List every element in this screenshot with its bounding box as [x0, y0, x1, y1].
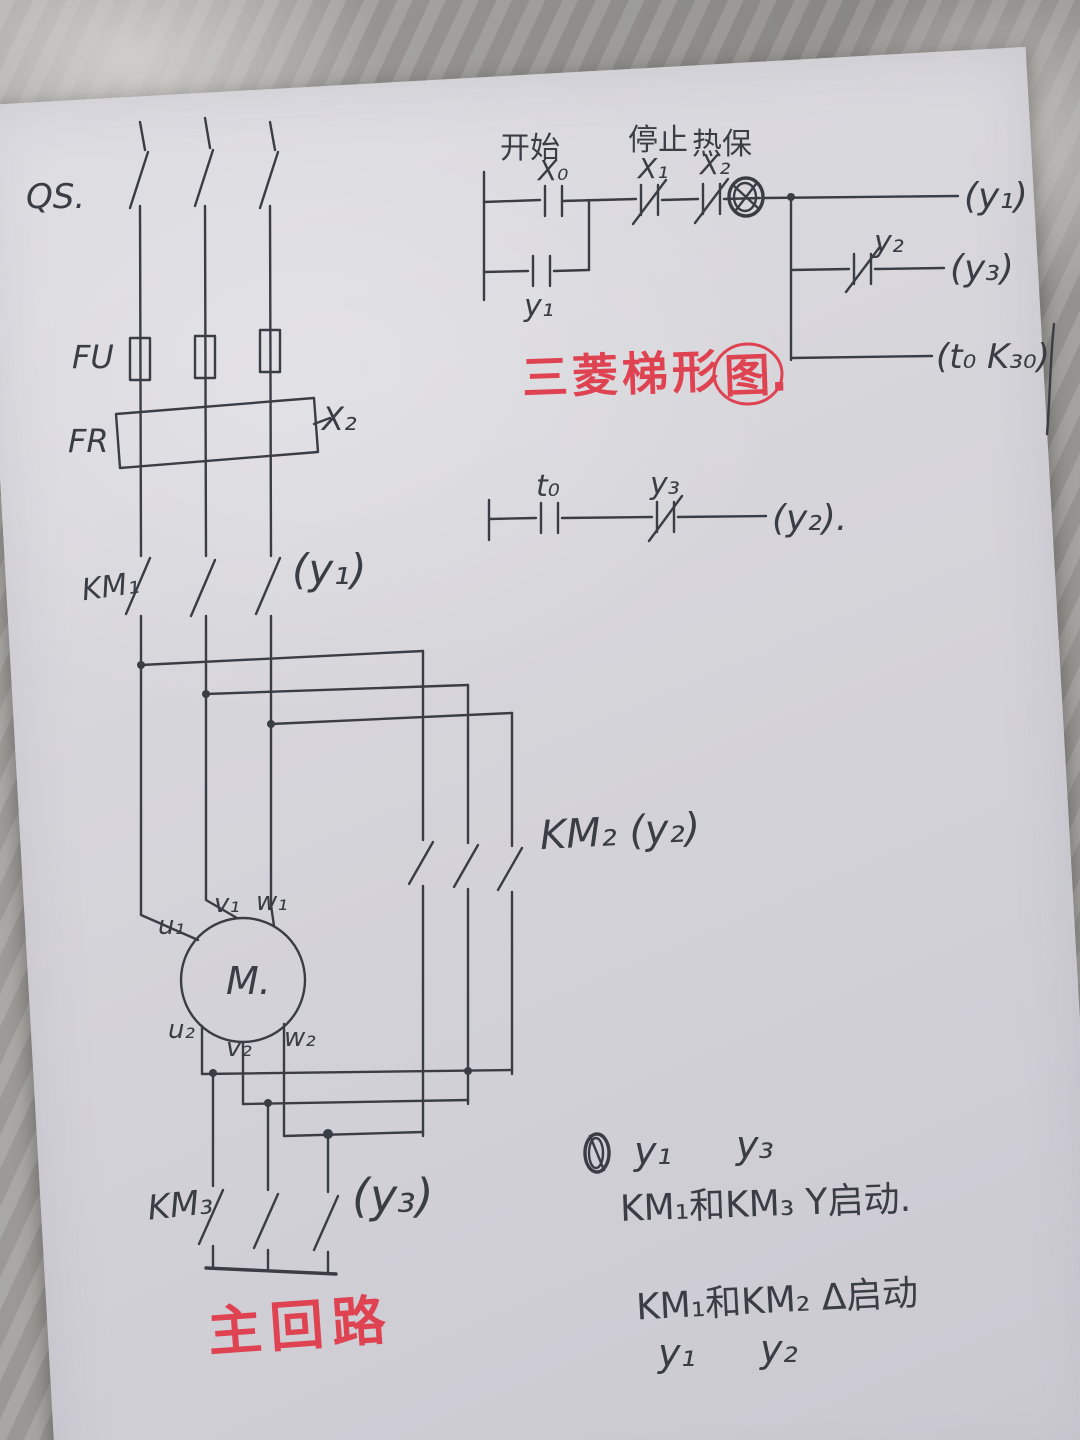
x2-contact-label: X₂	[698, 148, 730, 181]
note-delta-start: KM₁和KM₂ Δ启动	[635, 1273, 919, 1329]
qs-label: QS.	[26, 177, 85, 217]
fr-label: FR	[68, 422, 109, 460]
handwritten-notes: y₁ y₃ KM₁和KM₃ Y启动. KM₁和KM₂ Δ启动 y₁ y₂	[583, 1123, 919, 1375]
y1-output-label: (y₁)	[964, 176, 1028, 217]
start-contact-caption: 开始	[500, 131, 560, 166]
fr-x2-label: X₂	[320, 400, 357, 438]
km3-contacts	[197, 1071, 340, 1276]
ladder-title: 三菱梯形	[521, 344, 723, 405]
note-star-start: KM₁和KM₃ Y启动.	[619, 1179, 911, 1230]
y2-output-label: (y₂).	[772, 498, 847, 539]
km1-label: KM₁	[80, 566, 142, 609]
phase-conductors-lower	[139, 614, 276, 942]
ladder-rung2	[487, 494, 768, 543]
ladder-diagram: 开始 停止 热保 X₀ X₁ X₂ (y₁) y₁	[482, 123, 1056, 543]
note-row1-y3: y₃	[735, 1123, 774, 1167]
km1-contacts	[124, 556, 282, 618]
km2-label: KM₂ (y₂)	[539, 805, 702, 859]
km3-output-label: (y₃)	[352, 1169, 434, 1223]
qs-switch-symbol	[128, 116, 280, 210]
note-row4-y1: y₁	[657, 1331, 696, 1375]
seal-y1-label: y₁	[523, 289, 554, 324]
ladder-title-circled-char: 图.	[723, 347, 788, 403]
scribble-mark	[583, 1132, 611, 1174]
phase-conductors-upper	[138, 204, 273, 558]
km2-branch-taps	[137, 649, 514, 728]
title-circle-mark	[712, 342, 784, 406]
thermal-contact-caption: 热保	[692, 127, 752, 162]
y3-output-label: (y₃)	[950, 248, 1014, 289]
note-row4-y2: y₂	[759, 1327, 798, 1371]
fuse-symbols	[128, 328, 282, 382]
ladder-right-branches	[789, 195, 946, 362]
stray-pen-mark	[1045, 322, 1056, 436]
main-circuit: QS. FU FR X₂	[26, 116, 702, 1364]
x0-contact-label: X₀	[536, 154, 568, 187]
terminal-u2-label: u₂	[168, 1015, 195, 1045]
km3-label: KM₃	[146, 1182, 215, 1229]
terminal-w2-label: w₂	[284, 1023, 316, 1053]
y2-nc-contact-label: y₂	[873, 225, 904, 260]
ladder-rung1	[482, 176, 960, 226]
terminal-v2-label: v₂	[226, 1033, 252, 1063]
note-row1-y1: y₁	[633, 1129, 672, 1173]
t0-contact-label: t₀	[536, 469, 560, 504]
x1-contact-label: X₁	[636, 152, 668, 185]
ladder-seal-branch	[482, 198, 591, 288]
terminal-v1-label: v₁	[214, 889, 240, 919]
thermal-relay-symbol	[114, 396, 332, 470]
bottom-wiring	[200, 1022, 514, 1139]
stop-contact-caption: 停止	[628, 123, 688, 158]
km1-output-label: (y₁)	[292, 545, 366, 594]
main-circuit-title: 主回路	[206, 1288, 396, 1364]
km2-contacts	[407, 649, 524, 1138]
terminal-w1-label: w₁	[256, 887, 288, 917]
fu-label: FU	[72, 338, 114, 376]
y3-nc-contact-label: y₃	[649, 467, 680, 502]
terminal-u1-label: u₁	[158, 911, 185, 941]
timer-output-label: (t₀ K₃₀)	[936, 337, 1050, 377]
motor-label: M.	[226, 959, 271, 1003]
